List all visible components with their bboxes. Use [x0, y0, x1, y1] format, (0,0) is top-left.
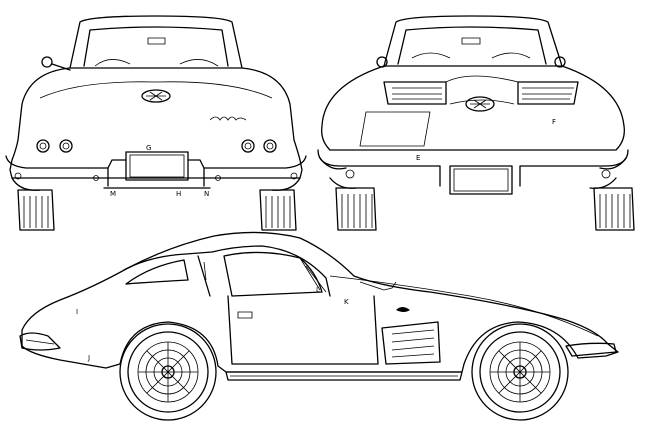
- callout-rear-h: H: [176, 190, 181, 198]
- front-right-tire: [593, 187, 635, 231]
- callout-side-i: I: [76, 308, 78, 316]
- callout-front-e: E: [416, 154, 420, 162]
- side-front-wheel: [471, 323, 569, 421]
- callout-side-k: K: [344, 298, 349, 306]
- rear-view: G H M N: [5, 15, 307, 231]
- side-rear-wheel: [119, 323, 217, 421]
- callout-rear-n: N: [204, 190, 209, 198]
- rear-right-tire: [259, 189, 297, 231]
- callout-side-j: J: [87, 354, 90, 362]
- callout-rear-g: G: [146, 144, 151, 152]
- callout-side-l: L: [316, 286, 320, 294]
- rear-left-tire: [17, 189, 55, 231]
- callout-rear-m: M: [110, 190, 116, 198]
- front-left-tire: [335, 187, 377, 231]
- front-view: F E: [317, 15, 635, 231]
- side-view: I J K L: [19, 231, 619, 421]
- callout-front-f: F: [552, 118, 556, 126]
